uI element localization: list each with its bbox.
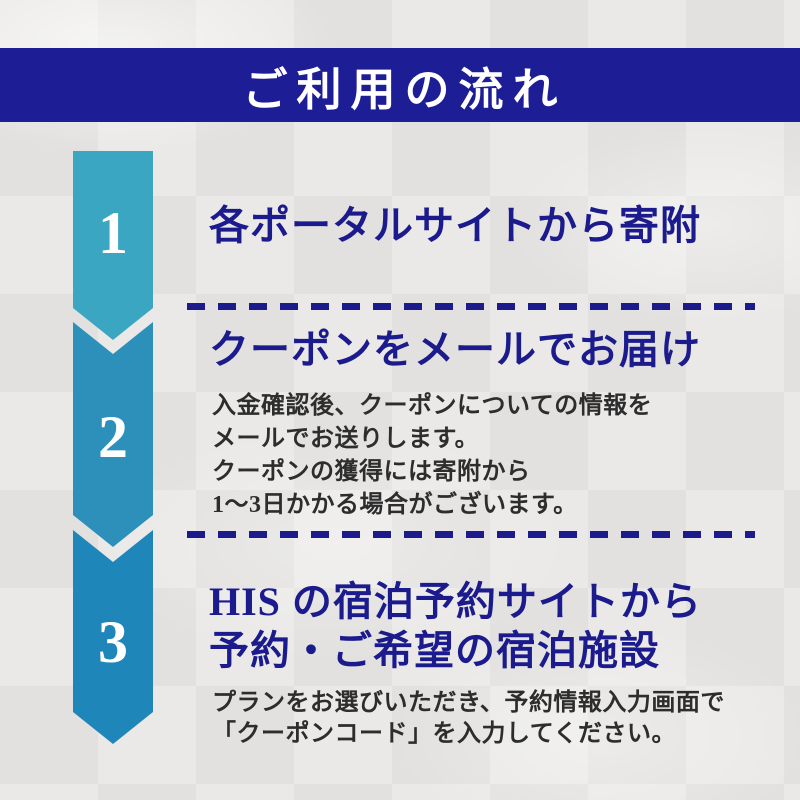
- step-1-title-line: 各ポータルサイトから寄附: [209, 203, 701, 248]
- step-2-description-line: クーポンの獲得には寄附から: [212, 459, 531, 485]
- step-3-title-line: 予約・ご希望の宿泊施設: [209, 628, 660, 673]
- step-2-title-line: クーポンをメールでお届け: [209, 327, 701, 372]
- flow-arrow-segment-3-icon: [73, 530, 153, 744]
- step-2-number: 2: [98, 404, 128, 470]
- dashed-divider-1: [187, 303, 755, 310]
- flow-arrow-segment-2-icon: [73, 322, 153, 547]
- dashed-divider-2: [187, 531, 755, 538]
- step-1-number: 1: [98, 200, 128, 266]
- step-2-title: クーポンをメールでお届け: [209, 325, 701, 374]
- step-2-description-line: 1～3日かかる場合がございます。: [212, 492, 578, 518]
- step-3-description: プランをお選びいただき、予約情報入力画面で 「クーポンコード」を入力してください…: [212, 688, 725, 750]
- flow-arrow-segment-1-icon: [73, 151, 153, 340]
- step-2-description-line: メールでお送りします。: [212, 426, 480, 452]
- step-3-description-line: プランをお選びいただき、予約情報入力画面で: [212, 690, 725, 716]
- step-3-description-line: 「クーポンコード」を入力してください。: [212, 721, 677, 747]
- step-3-title: HIS の宿泊予約サイトから 予約・ご希望の宿泊施設: [209, 577, 702, 675]
- step-3-number: 3: [98, 609, 128, 675]
- step-2-description-line: 入金確認後、クーポンについての情報を: [212, 393, 653, 419]
- header-banner: ご利用の流れ: [0, 48, 800, 122]
- step-2-description: 入金確認後、クーポンについての情報を メールでお送りします。 クーポンの獲得には…: [212, 390, 652, 522]
- step-1-title: 各ポータルサイトから寄附: [209, 201, 701, 250]
- step-3-title-line: HIS の宿泊予約サイトから: [209, 579, 702, 624]
- page-title: ご利用の流れ: [242, 64, 567, 115]
